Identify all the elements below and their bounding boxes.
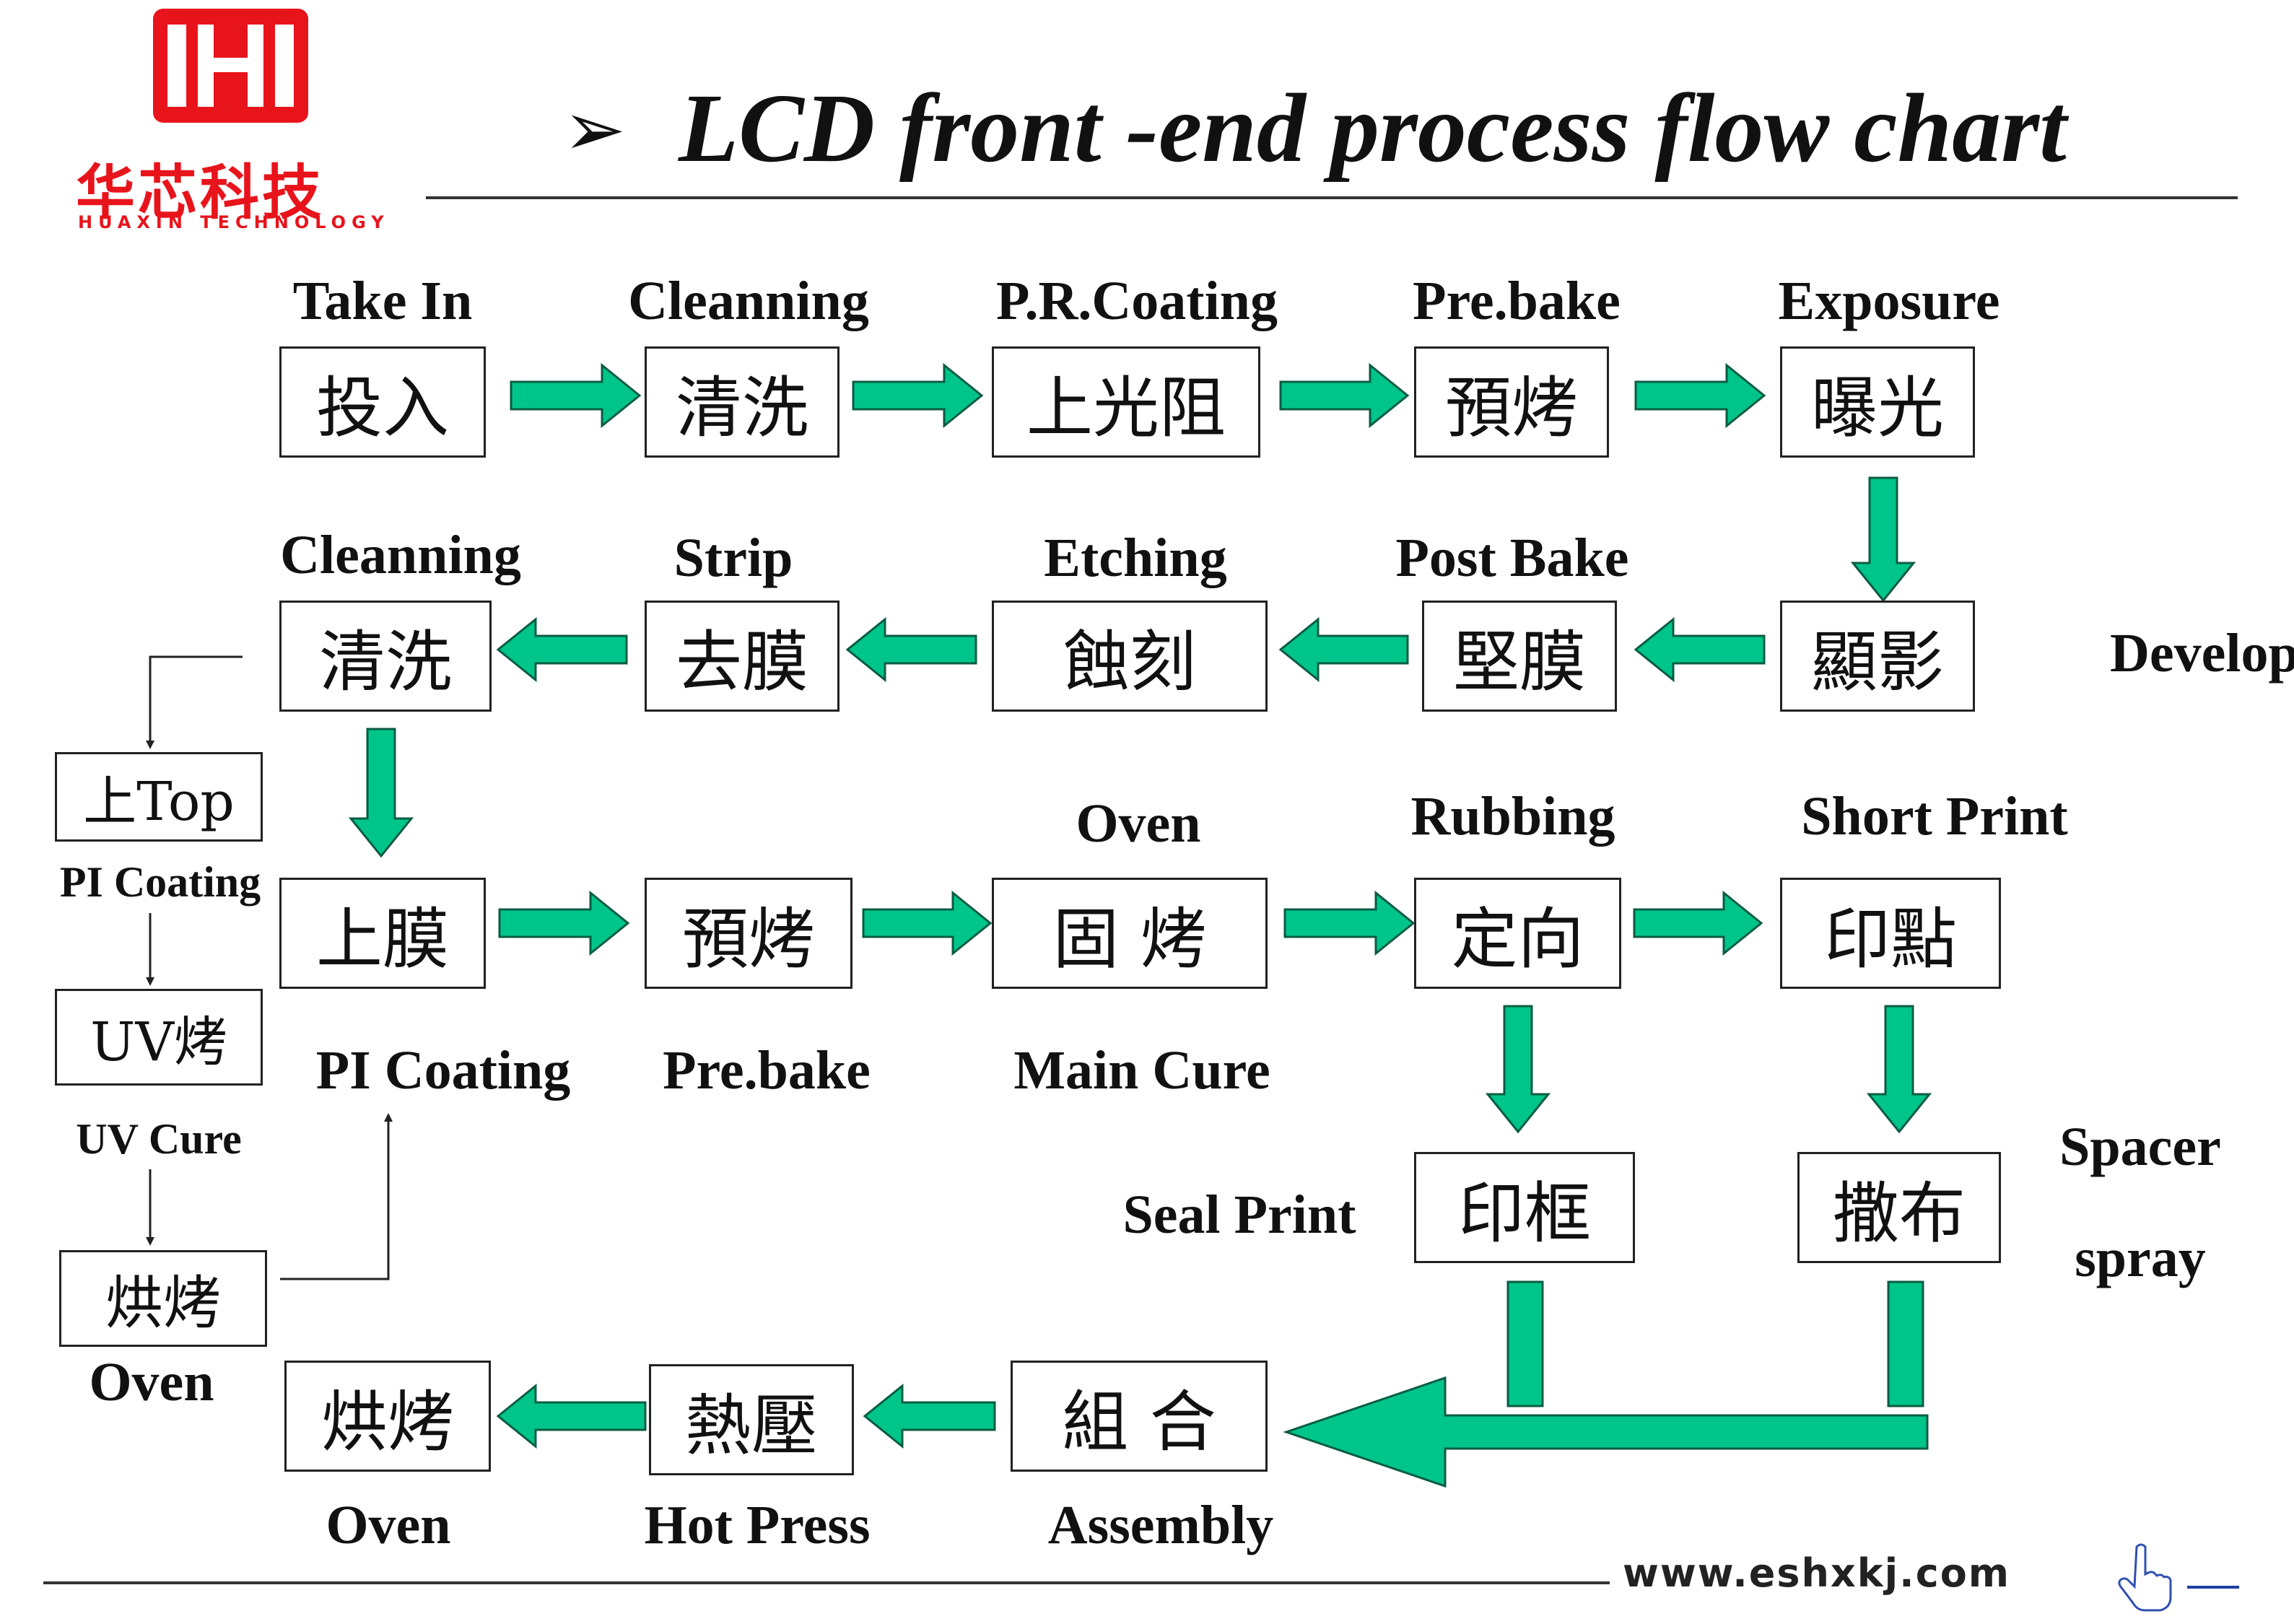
label-short-print: Short Print [1801,786,2068,847]
logo-mark [153,9,308,123]
node-post-bake: 堅膜 [1422,601,1617,712]
title-divider [426,196,2238,199]
arrow-exposure-to-develop [1850,476,1916,603]
label-pr-coating: P.R.Coating [996,271,1278,331]
arrow-merge-to-assembly [1283,1376,1929,1488]
node-cleaning-2: 清洗 [279,601,492,712]
node-seal-print: 印框 [1414,1152,1635,1263]
footer-end-mark [2187,1586,2239,1589]
label-take-in: Take In [292,271,473,331]
arrow-postbake-to-etching [1278,616,1409,683]
label-main-cure: Main Cure [1013,1040,1270,1101]
node-hot-press: 熱壓 [649,1364,854,1475]
label-pi-coating: PI Coating [315,1040,571,1101]
label-assembly: Assembly [1047,1495,1274,1555]
arrow-rubbing-to-seal [1485,1005,1551,1134]
side-node-uv: UV烤 [55,989,263,1086]
label-prebake-2: Pre.bake [663,1040,871,1101]
arrow-hotpress-to-oven [496,1383,647,1449]
label-spacer: Spacer [2059,1117,2221,1177]
node-strip: 去膜 [645,601,839,712]
node-pr-coating: 上光阻 [992,346,1260,458]
arrow-spacer-down-bar [1887,1280,1924,1407]
node-prebake-1: 預烤 [1414,346,1609,458]
node-take-in: 投入 [279,346,486,458]
page-title: LCD front -end process flow chart [679,74,2067,183]
node-rubbing: 定向 [1414,878,1621,989]
node-pi-coating: 上膜 [279,878,486,989]
label-spray: spray [2075,1228,2206,1288]
node-assembly: 組 合 [1011,1361,1268,1472]
arrow-short-to-spacer [1866,1005,1932,1134]
logo-english-name: HUAXIN TECHNOLOGY [78,212,390,232]
label-rubbing: Rubbing [1410,786,1615,847]
label-strip: Strip [673,528,793,588]
arrow-take-in-to-clean [510,362,642,429]
label-cleaning-2: Cleanning [280,525,521,585]
label-etching: Etching [1044,528,1227,588]
arrow-seal-down-bar [1506,1280,1544,1407]
side-label-oven: Oven [89,1352,214,1413]
label-post-bake: Post Bake [1395,528,1629,588]
side-label-uv-cure: UV Cure [76,1115,242,1163]
hand-pointer-icon[interactable] [2115,1541,2173,1613]
arrow-strip-to-clean2 [496,616,628,683]
arrow-clean2-to-pi [348,728,414,858]
label-cleaning-1: Cleanning [628,271,869,331]
label-prebake-1: Pre.bake [1413,271,1621,331]
logo-hxh-glyph [167,25,294,107]
node-spacer-spray: 撒布 [1797,1152,2001,1263]
side-node-top-pi: 上Top [55,752,263,842]
arrow-prebake-to-exposure [1634,362,1766,429]
arrow-assembly-to-hotpress [863,1383,996,1449]
label-hot-press: Hot Press [644,1495,871,1555]
arrow-rubbing-to-short [1633,890,1763,956]
node-short-print: 印點 [1780,878,2001,989]
side-connector-start [146,655,243,749]
arrow-pi-to-prebake [498,890,630,956]
node-main-cure: 固 烤 [992,878,1268,989]
node-etching: 蝕刻 [992,601,1268,712]
label-seal-print: Seal Print [1122,1184,1356,1245]
arrow-clean-to-pr [852,362,984,429]
node-oven-final: 烘烤 [284,1361,491,1472]
label-exposure: Exposure [1778,271,2000,331]
node-prebake-2: 預烤 [645,878,852,989]
label-oven-main-cure-top: Oven [1076,793,1201,854]
website-link[interactable]: www.eshxkj.com [1623,1550,2011,1596]
logo-chinese-name: 华芯科技 [76,159,325,227]
arrowhead-bullet-icon: ➢ [563,85,627,173]
arrow-pr-to-prebake [1279,362,1410,429]
label-oven-final: Oven [326,1495,451,1555]
side-connector-return [280,1113,393,1280]
node-develop: 顯影 [1780,601,1975,712]
node-cleaning-1: 清洗 [645,346,839,458]
label-develop: Develop [2110,623,2294,684]
side-label-pi-coating: PI Coating [59,858,261,906]
side-node-oven: 烘烤 [59,1250,267,1347]
footer-divider [43,1581,1610,1584]
arrow-etching-to-strip [845,616,977,683]
arrow-prebake-to-maincure [862,890,993,956]
arrow-develop-to-postbake [1634,616,1766,683]
arrow-maincure-to-rubbing [1283,890,1416,956]
node-exposure: 曝光 [1780,346,1975,458]
